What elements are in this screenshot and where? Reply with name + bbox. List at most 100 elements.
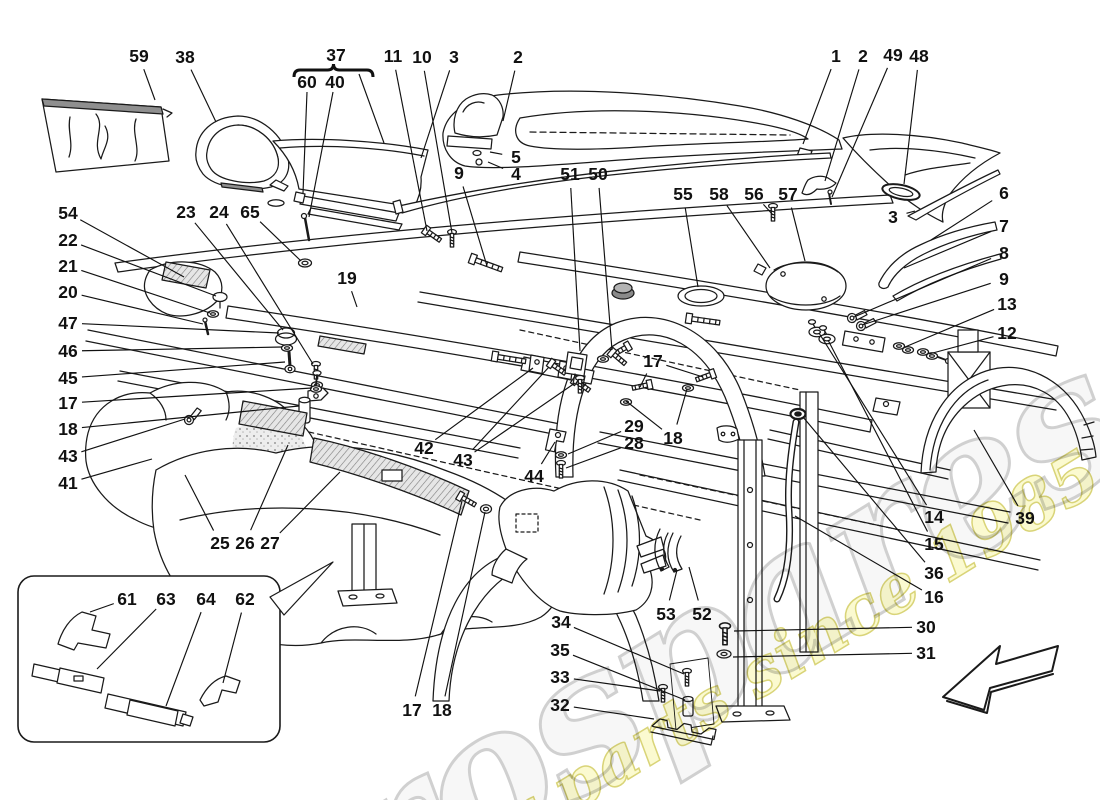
part-label-33: 33	[550, 667, 570, 687]
direction-arrow	[942, 645, 1059, 714]
group-bracket-37	[292, 63, 375, 78]
part-label-3a: 3	[449, 47, 459, 67]
leader-line-47	[81, 323, 280, 334]
leader-line-53	[668, 569, 678, 601]
part-59-cover	[41, 98, 173, 173]
part-label-17c: 17	[402, 700, 421, 720]
leader-line-8	[853, 257, 992, 318]
part-label-12: 12	[997, 323, 1017, 343]
leader-line-18a	[81, 405, 300, 429]
part-label-43b: 43	[453, 450, 473, 470]
part-48-flap	[842, 133, 1001, 223]
part-3b-seal-strip	[907, 169, 1001, 221]
hoses-53-52	[654, 528, 683, 573]
leader-line-12	[928, 336, 994, 355]
leader-line-43b	[474, 382, 576, 453]
leader-line-49	[831, 67, 889, 198]
leader-line-9a	[462, 186, 488, 267]
frame-posts	[337, 391, 819, 723]
part-label-43a: 43	[58, 446, 78, 466]
part-label-20: 20	[58, 282, 78, 302]
leader-line-17c	[414, 500, 463, 697]
part-label-22: 22	[58, 230, 78, 250]
part-label-18b: 18	[663, 428, 683, 448]
part-label-8: 8	[999, 243, 1009, 263]
mid-fasteners	[564, 312, 721, 406]
leader-line-3b	[906, 210, 916, 214]
leader-line-30	[733, 626, 913, 632]
part-label-5: 5	[511, 147, 521, 167]
part-label-50: 50	[588, 164, 608, 184]
leader-line-40	[308, 91, 334, 218]
part-label-31: 31	[916, 643, 936, 663]
pad-54	[161, 261, 211, 289]
leader-line-38	[190, 69, 217, 123]
leader-line-45	[81, 361, 286, 378]
part-label-18c: 18	[432, 700, 452, 720]
washers-13-12	[841, 330, 952, 365]
part-label-26: 26	[235, 533, 255, 553]
leader-line-37	[358, 73, 385, 144]
leader-line-29	[567, 430, 622, 455]
ring-18c	[479, 504, 493, 514]
leader-line-18b	[676, 388, 688, 425]
part-label-11: 11	[384, 46, 403, 66]
part-label-55: 55	[673, 184, 693, 204]
fastener-stack	[274, 258, 329, 424]
part-label-45: 45	[58, 368, 78, 388]
drain-tube-group	[773, 319, 836, 603]
part-label-10: 10	[412, 47, 432, 67]
part-label-3b: 3	[888, 207, 898, 227]
comb-bracket-group	[650, 657, 717, 746]
leader-line-32	[573, 706, 655, 720]
leader-line-35	[572, 654, 686, 701]
leader-line-61	[89, 603, 114, 613]
part-label-23: 23	[176, 202, 196, 222]
leader-line-52	[688, 566, 699, 601]
part-label-6: 6	[999, 183, 1009, 203]
leader-line-7	[903, 230, 992, 269]
leader-lines	[79, 63, 1019, 720]
leader-line-62	[222, 612, 243, 684]
part-38-seal	[195, 115, 290, 207]
leader-line-39	[973, 429, 1019, 507]
leader-line-44	[540, 441, 556, 465]
part-label-9a: 9	[454, 163, 464, 183]
stud-20	[203, 319, 210, 336]
part-label-46: 46	[58, 341, 78, 361]
part-label-61: 61	[117, 589, 137, 609]
part-label-62: 62	[235, 589, 255, 609]
part-label-28: 28	[624, 433, 644, 453]
part-label-16: 16	[924, 587, 944, 607]
part-label-63: 63	[156, 589, 176, 609]
leader-line-46	[81, 346, 283, 352]
inset-box	[17, 561, 334, 743]
part-label-58: 58	[709, 184, 729, 204]
nut-4	[475, 158, 483, 166]
leader-line-43b	[472, 366, 550, 451]
leader-line-24	[225, 223, 314, 365]
part-label-30: 30	[916, 617, 936, 637]
part-2-front-latch	[446, 93, 504, 166]
part-label-2b: 2	[858, 46, 868, 66]
leader-line-19	[351, 291, 358, 308]
leader-line-2a	[502, 70, 516, 122]
bolt-30-group	[716, 622, 732, 659]
leader-line-3a	[420, 70, 451, 159]
part-label-44: 44	[524, 466, 544, 486]
saddle-clamp	[716, 425, 740, 443]
leader-line-34	[573, 626, 685, 675]
leader-line-60	[302, 91, 308, 194]
rubber-cap	[611, 282, 635, 300]
part-label-34: 34	[551, 612, 571, 632]
part-label-39: 39	[1015, 508, 1035, 528]
part-label-57: 57	[778, 184, 797, 204]
part-label-64: 64	[196, 589, 216, 609]
leader-line-41	[81, 458, 153, 480]
part-label-17b: 17	[643, 351, 662, 371]
leader-line-22	[80, 244, 217, 297]
part-label-25: 25	[210, 533, 230, 553]
leader-line-58	[726, 205, 771, 269]
comb-32	[651, 718, 717, 741]
